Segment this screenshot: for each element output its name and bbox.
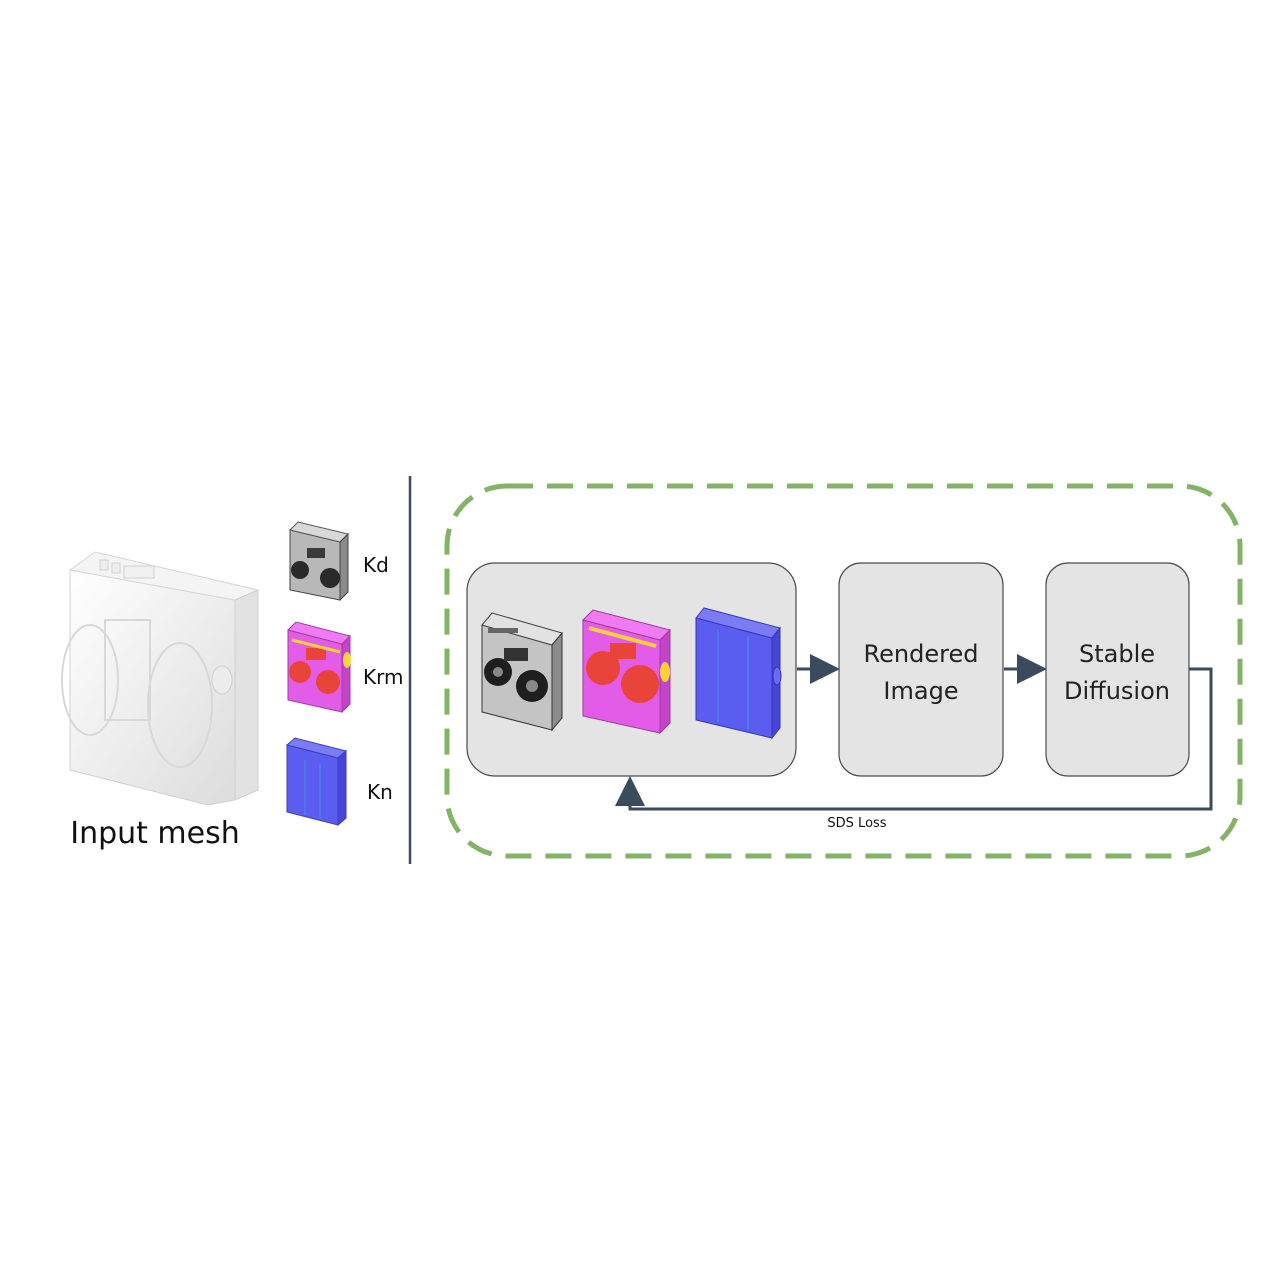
stable-diffusion-line2: Diffusion (1064, 677, 1170, 705)
rendered-image-box (838, 562, 1004, 777)
texture-kd-label: Kd (363, 553, 389, 577)
roughness-metallic-boombox-image (582, 609, 671, 735)
input-mesh-label: Input mesh (70, 816, 240, 851)
input-mesh-image (61, 551, 260, 806)
texture-kd-image (289, 521, 349, 602)
optimization-loop-container (444, 483, 1243, 859)
diffuse-boombox-image (481, 612, 563, 732)
texture-krm-label: Krm (363, 665, 403, 689)
texture-kn-label: Kn (367, 780, 393, 804)
stable-diffusion-box (1045, 562, 1190, 777)
texture-krm-image (287, 621, 351, 714)
texture-kn-image (285, 737, 348, 827)
sds-loss-feedback-arrow (615, 667, 1213, 811)
normal-boombox-image (695, 607, 782, 740)
stable-diffusion-line1: Stable (1079, 640, 1155, 668)
rendered-image-line2: Image (883, 677, 958, 705)
sds-loss-label: SDS Loss (827, 816, 886, 831)
rendered-image-line1: Rendered (864, 640, 979, 668)
